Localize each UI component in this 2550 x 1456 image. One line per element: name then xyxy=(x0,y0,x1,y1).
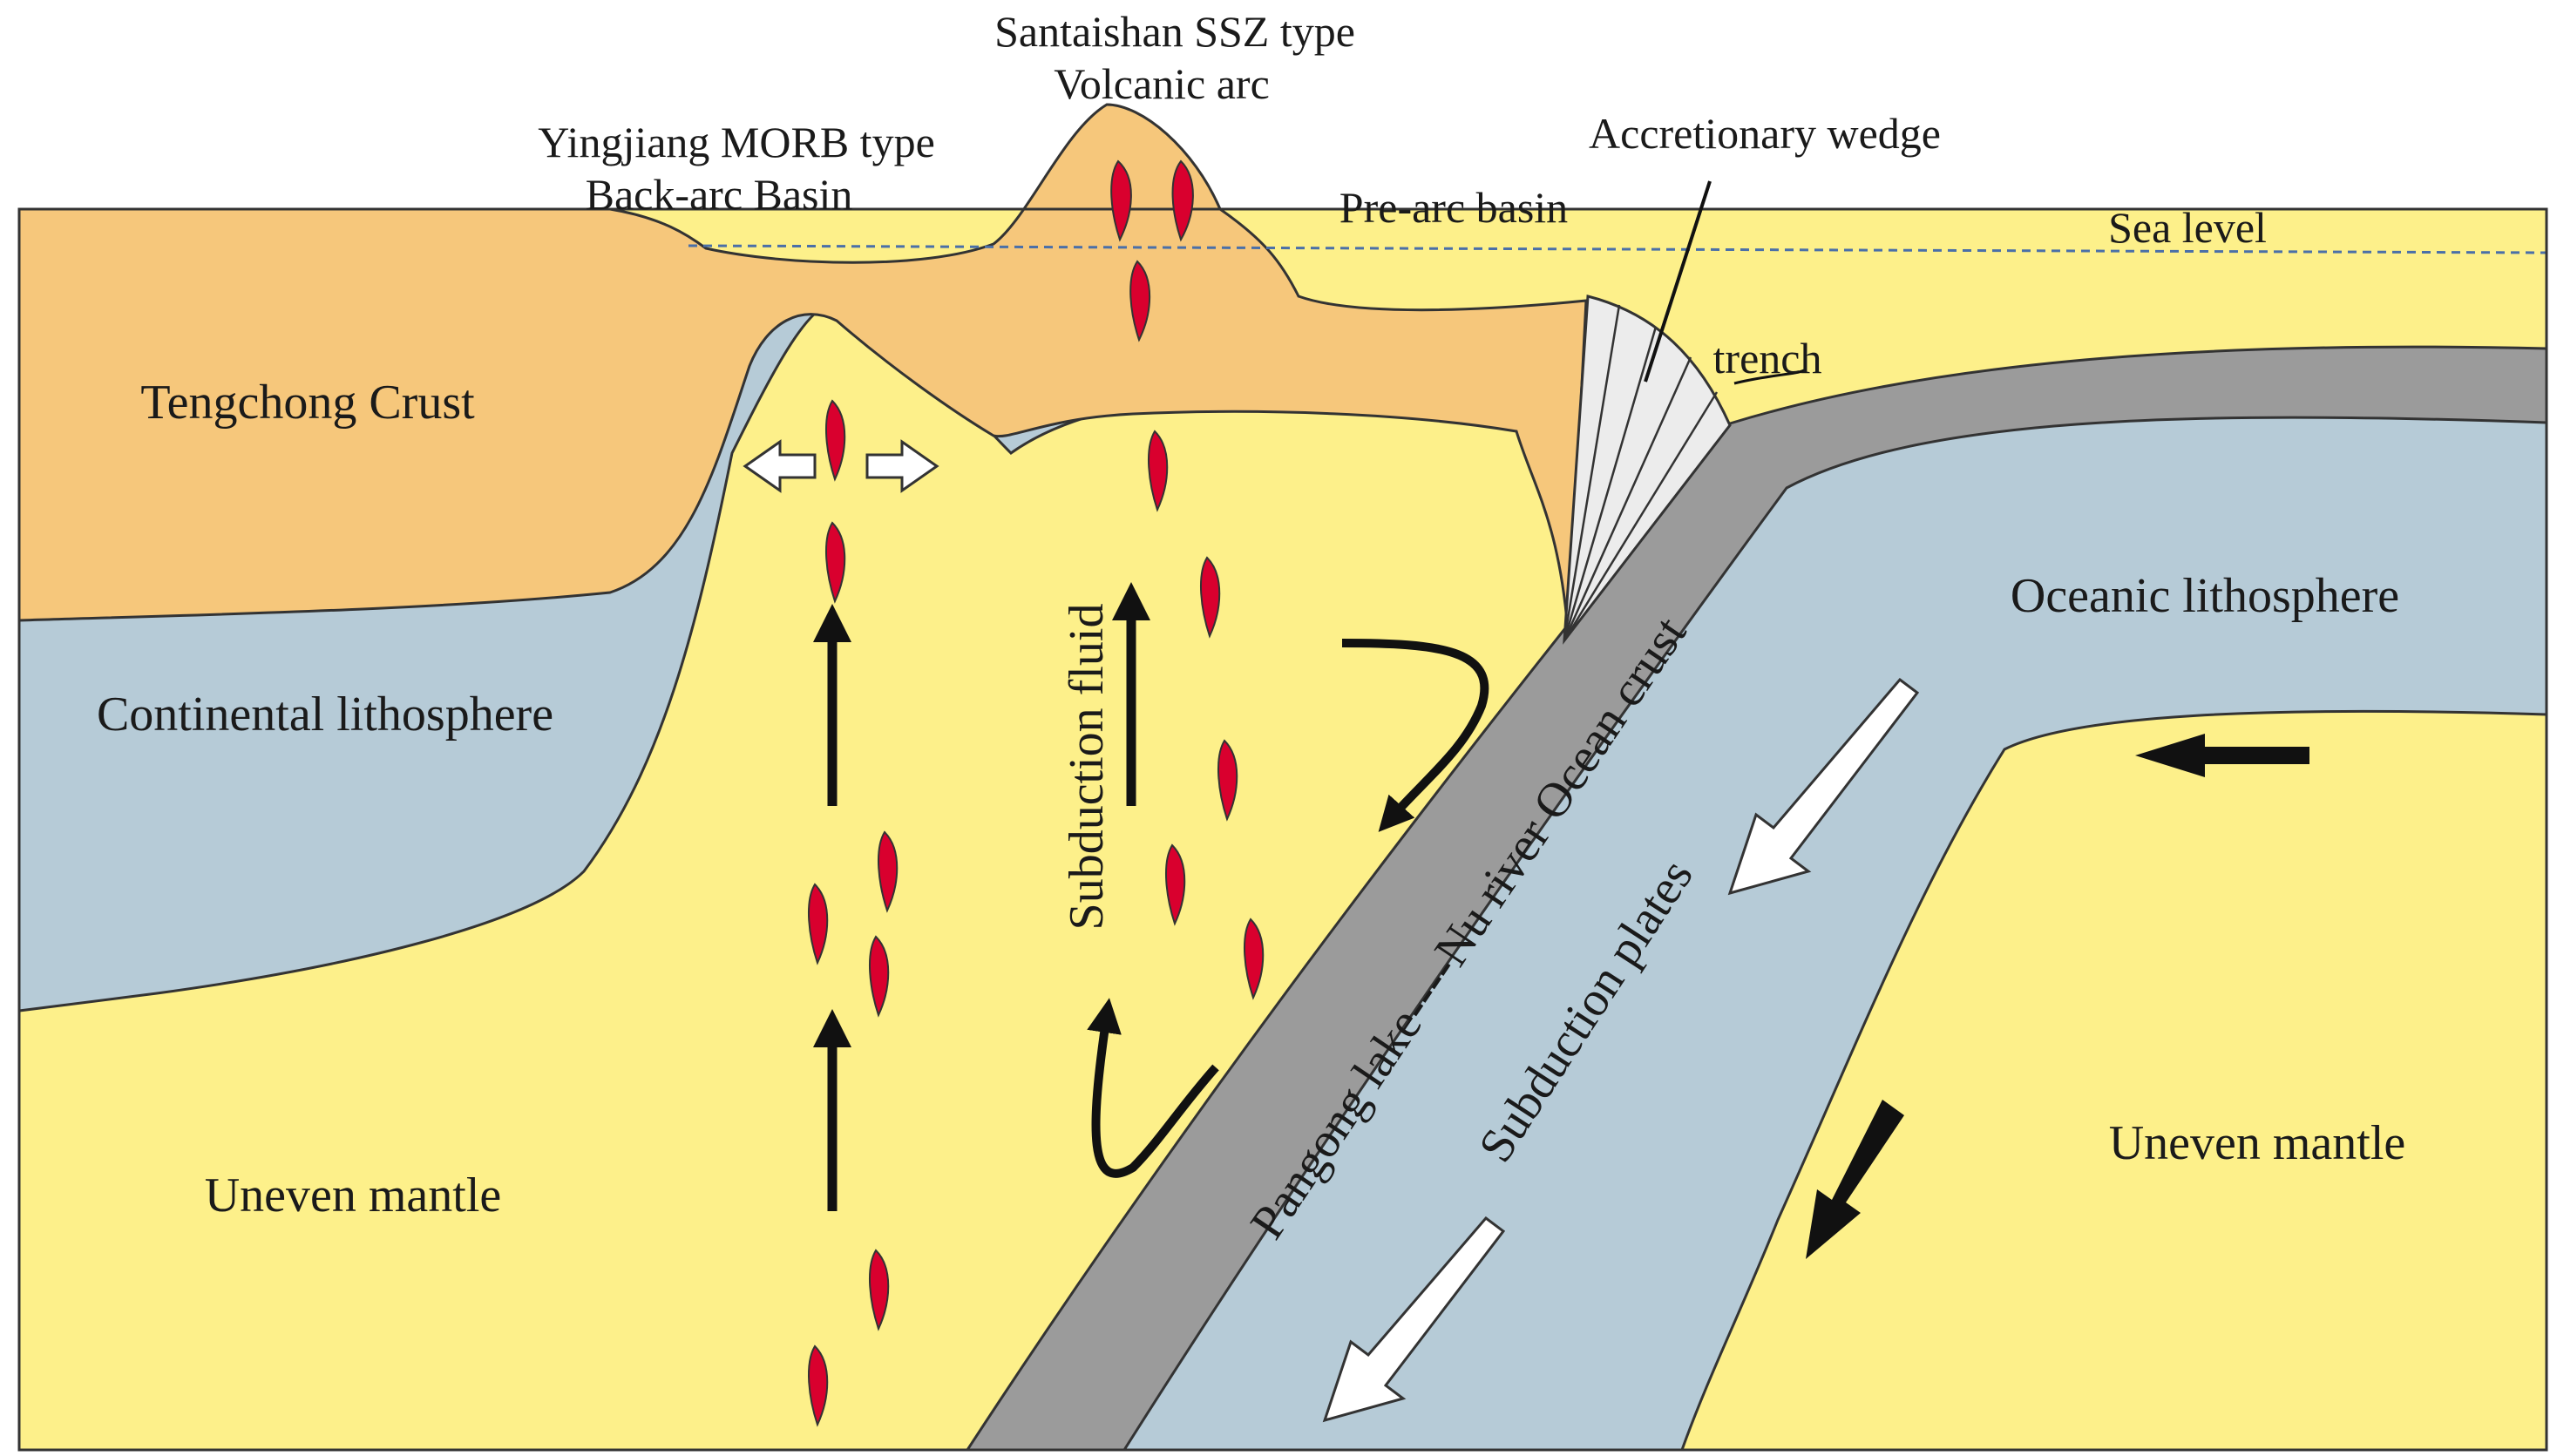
label-uneven-mantle-left: Uneven mantle xyxy=(205,1168,502,1222)
hollow-arrow-icon xyxy=(1727,677,1920,896)
magma-drop-icon xyxy=(868,935,890,1018)
ocean-crust-band xyxy=(965,345,2548,1452)
curved-flow-arrow-icon xyxy=(1341,639,1489,832)
solid-arrow-icon xyxy=(2135,734,2309,777)
upward-arrows xyxy=(813,582,1150,1211)
hollow-arrow-icon xyxy=(743,439,817,493)
label-volcanic-arc-subtitle: Volcanic arc xyxy=(1054,59,1270,108)
label-trench: trench xyxy=(1713,334,1822,383)
label-oceanic-lithosphere: Oceanic lithosphere xyxy=(2011,569,2399,623)
label-subduction-fluid: Subduction fluid xyxy=(1060,604,1114,931)
slab-arrows xyxy=(1322,677,1920,1423)
tengchong-crust-layer xyxy=(17,103,1588,641)
wedge-thrust-lines xyxy=(1563,304,1719,641)
hollow-arrow-icon xyxy=(865,439,939,493)
magma-drop-icon xyxy=(1217,739,1238,822)
label-volcanic-arc-title: Santaishan SSZ type xyxy=(994,7,1355,56)
magma-drop-icon xyxy=(877,830,899,913)
solid-arrow-icon xyxy=(1806,1100,1904,1259)
sea-level-line xyxy=(688,244,2547,254)
magma-drops xyxy=(807,159,1265,1427)
label-accretionary-wedge: Accretionary wedge xyxy=(1589,109,1941,158)
mantle-flow-arrows xyxy=(1806,734,2309,1259)
hollow-arrow-icon xyxy=(1322,1216,1506,1423)
trench-pointer-line xyxy=(1733,369,1805,385)
label-continental-lithosphere: Continental lithosphere xyxy=(97,687,553,742)
magma-drop-icon xyxy=(1199,556,1221,639)
magma-drop-icon xyxy=(1129,260,1151,342)
label-tengchong-crust: Tengchong Crust xyxy=(140,376,475,430)
curved-flow-arrows xyxy=(1087,639,1489,1178)
label-pre-arc-basin: Pre-arc basin xyxy=(1339,183,1568,232)
magma-drop-icon xyxy=(824,399,846,482)
extension-arrows xyxy=(743,439,939,493)
magma-drop-icon xyxy=(807,1344,829,1427)
diagram-frame xyxy=(17,207,2548,1452)
curved-flow-arrow-icon xyxy=(1087,998,1219,1178)
label-sea-level: Sea level xyxy=(2108,203,2267,252)
magma-drop-icon xyxy=(1243,918,1265,1000)
label-uneven-mantle-right: Uneven mantle xyxy=(2109,1116,2406,1170)
magma-drop-icon xyxy=(1171,159,1194,242)
magma-drop-icon xyxy=(807,883,829,965)
magma-drop-icon xyxy=(868,1249,890,1331)
magma-drop-icon xyxy=(1164,843,1186,926)
label-back-arc-title: Yingjiang MORB type xyxy=(538,118,935,166)
label-back-arc-subtitle: Back-arc Basin xyxy=(586,170,853,219)
magma-drop-icon xyxy=(1110,159,1132,242)
magma-drop-icon xyxy=(1147,430,1169,512)
magma-drop-icon xyxy=(824,521,846,604)
wedge-pointer-line xyxy=(1644,180,1712,383)
